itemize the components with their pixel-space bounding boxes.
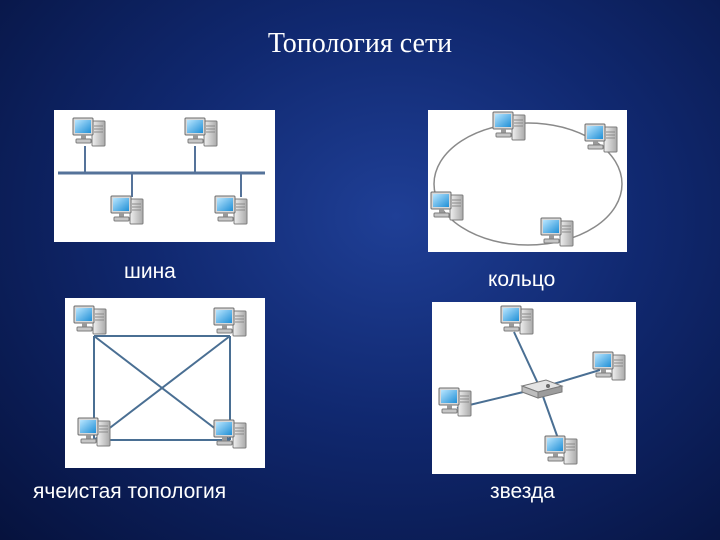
computer-icon xyxy=(584,123,618,153)
computer-icon xyxy=(438,387,472,417)
computer-icon xyxy=(72,117,106,147)
computer-icon xyxy=(592,351,626,381)
bus-topology-diagram xyxy=(58,117,265,225)
computer-icon xyxy=(214,195,248,225)
computer-icon xyxy=(430,191,464,221)
star-link xyxy=(513,331,541,389)
bus-caption: шина xyxy=(124,260,176,283)
computer-icon xyxy=(544,435,578,465)
ring-topology-diagram xyxy=(430,111,623,247)
mesh-caption: ячеистая топология xyxy=(33,480,227,503)
star-link xyxy=(539,387,561,445)
star-topology-panel xyxy=(432,302,636,474)
star-topology-diagram xyxy=(438,305,626,465)
ring-link xyxy=(433,122,623,246)
computer-icon xyxy=(110,195,144,225)
ring-caption: кольцо xyxy=(488,268,556,291)
computer-icon xyxy=(540,217,574,247)
computer-icon xyxy=(73,305,107,335)
ring-topology-panel xyxy=(428,110,627,252)
mesh-topology-diagram xyxy=(73,305,247,449)
computer-icon xyxy=(492,111,526,141)
bus-topology-panel xyxy=(54,110,275,242)
network-hub-icon xyxy=(520,379,564,399)
slide-title: Топология сети xyxy=(267,28,453,59)
mesh-link xyxy=(93,335,231,441)
star-caption: звезда xyxy=(490,480,555,503)
computer-icon xyxy=(77,417,111,447)
computer-icon xyxy=(184,117,218,147)
computer-icon xyxy=(213,307,247,337)
computer-icon xyxy=(213,419,247,449)
computer-icon xyxy=(500,305,534,335)
mesh-topology-panel xyxy=(65,298,265,468)
